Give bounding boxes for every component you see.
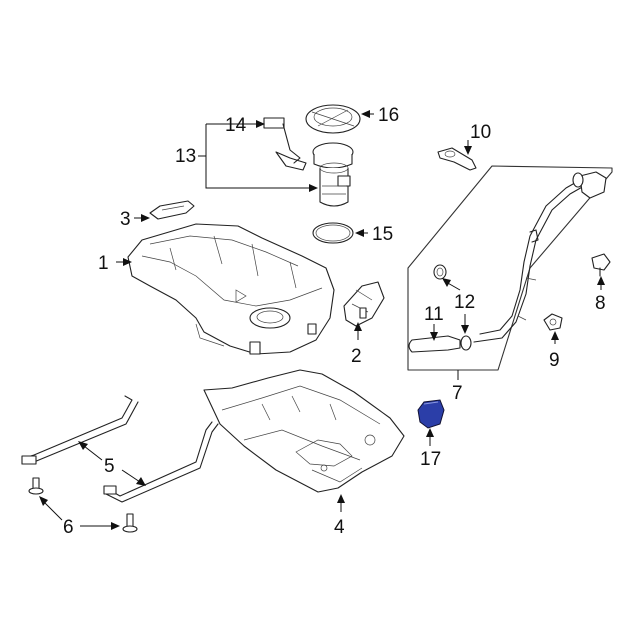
part-6-bolt-left	[28, 477, 44, 495]
callout-1: 1	[98, 253, 109, 274]
arrow-14	[256, 120, 265, 128]
part-11-hose	[408, 335, 461, 353]
callout-4: 4	[334, 517, 345, 538]
callout-8: 8	[595, 293, 606, 314]
part-12-clamp-lower	[460, 335, 472, 351]
arrow-11	[430, 332, 438, 341]
arrow-17	[426, 428, 434, 437]
arrow-5b	[136, 477, 146, 486]
callout-17: 17	[420, 449, 441, 470]
arrow-6a	[39, 496, 48, 506]
part-3-heat-shield	[149, 200, 195, 220]
part-14-level-sender	[263, 117, 307, 171]
part-16-lock-ring	[305, 104, 361, 134]
filler-pipe	[473, 171, 607, 343]
arrow-16	[361, 110, 370, 118]
callout-15: 15	[372, 224, 393, 245]
arrow-2	[354, 322, 362, 331]
callout-12: 12	[454, 292, 475, 313]
arrow-8	[597, 276, 605, 285]
arrow-5a	[78, 441, 88, 450]
callout-2: 2	[351, 346, 362, 367]
callout-9: 9	[549, 350, 560, 371]
part-12-clamp-upper	[433, 264, 447, 280]
callout-11: 11	[424, 304, 444, 325]
arrow-9	[551, 331, 559, 340]
callout-6: 6	[63, 517, 74, 538]
part-5-tank-strap-front	[21, 395, 139, 465]
part-6-bolt-right	[122, 513, 138, 533]
part-10-filler-bracket	[437, 147, 477, 171]
part-2-bracket	[343, 281, 385, 327]
arrow-13	[309, 184, 318, 192]
callout-7: 7	[452, 383, 463, 404]
callout-13: 13	[175, 146, 196, 167]
part-1-fuel-tank	[127, 223, 335, 355]
part-8-clip	[591, 253, 611, 277]
callout-3: 3	[120, 209, 131, 230]
arrow-15	[355, 229, 364, 237]
arrow-6b	[111, 522, 120, 530]
callout-16: 16	[378, 105, 399, 126]
part-4-splash-shield	[203, 369, 405, 493]
part-9-clip	[543, 313, 563, 331]
callout-5: 5	[104, 456, 115, 477]
part-17-valve-highlighted	[417, 399, 445, 429]
part-7-group-box	[407, 165, 613, 371]
part-5-tank-strap-rear	[103, 421, 219, 503]
callout-14: 14	[225, 115, 247, 136]
arrow-1	[123, 258, 132, 266]
callout-10: 10	[470, 122, 491, 143]
part-13-fuel-pump-module	[312, 142, 354, 207]
arrow-12a	[442, 278, 451, 287]
part-15-gasket	[312, 222, 354, 244]
arrow-12b	[461, 325, 469, 334]
arrow-4	[337, 494, 345, 503]
arrow-3	[141, 214, 150, 222]
arrow-10	[464, 146, 472, 155]
